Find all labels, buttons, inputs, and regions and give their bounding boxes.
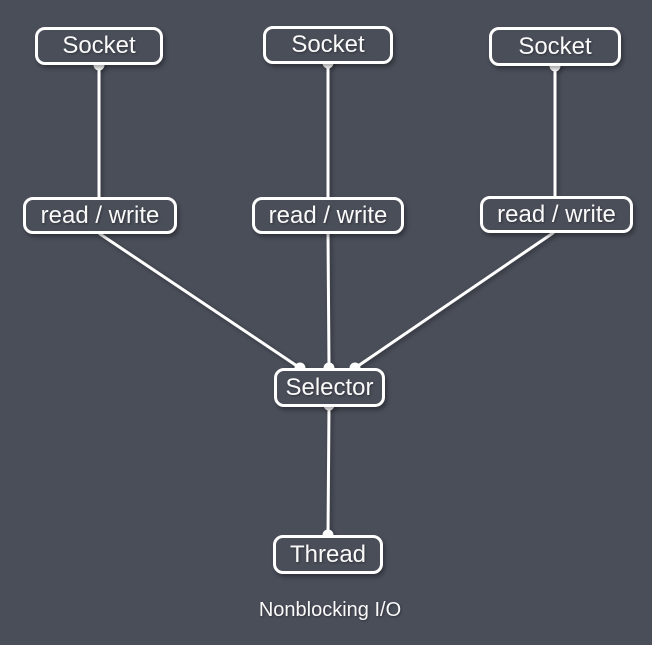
connector-edge (98, 232, 302, 370)
connector-edge (353, 231, 555, 370)
node-label: Socket (291, 31, 365, 58)
node-thread: Thread (273, 535, 383, 574)
connector-edge (326, 232, 331, 370)
node-label: Socket (62, 32, 136, 59)
node-label: Thread (289, 540, 367, 568)
node-label: Socket (518, 32, 592, 60)
node-label: read / write (497, 200, 616, 228)
node-rw-3: read / write (480, 196, 633, 233)
node-label: Selector (285, 373, 374, 401)
node-selector: Selector (274, 368, 385, 407)
node-socket-2: Socket (263, 26, 393, 64)
node-socket-3: Socket (489, 27, 621, 66)
node-rw-1: read / write (23, 197, 177, 234)
diagram-caption: Nonblocking I/O (258, 599, 402, 621)
node-socket-1: Socket (35, 27, 163, 65)
node-label: read / write (40, 201, 160, 229)
connector-edge (326, 403, 331, 537)
node-rw-2: read / write (252, 197, 404, 234)
node-label: read / write (268, 201, 388, 229)
